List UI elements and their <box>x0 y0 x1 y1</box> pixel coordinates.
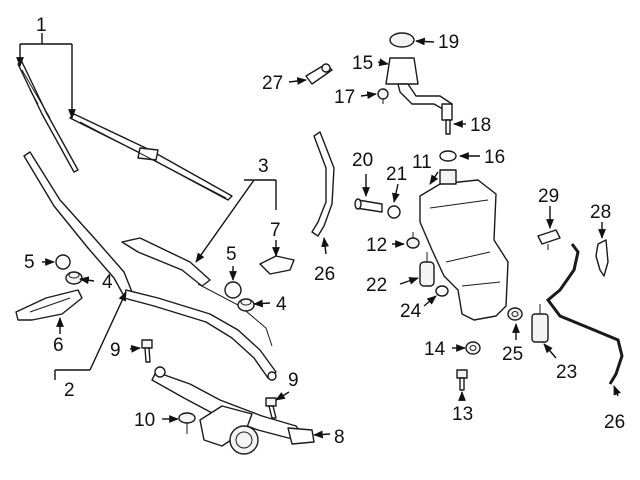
callout-1: 1 <box>36 15 47 36</box>
pivot-cap-right <box>237 298 255 312</box>
cap-right <box>224 281 242 299</box>
hose-end <box>445 119 451 135</box>
callout-12: 12 <box>366 235 387 256</box>
callout-13: 13 <box>452 404 473 425</box>
bolt-upper <box>141 339 153 363</box>
filler-cap <box>389 32 415 48</box>
cap-left <box>55 254 71 270</box>
callout-26-right: 26 <box>604 412 625 433</box>
filler-neck <box>385 57 453 121</box>
callout-17: 17 <box>334 87 355 108</box>
washer-nozzle <box>537 229 561 250</box>
callout-6: 6 <box>53 335 64 356</box>
callout-26-left: 26 <box>314 264 335 285</box>
callout-29: 29 <box>538 186 559 207</box>
callout-10: 10 <box>134 410 155 431</box>
mount-grommet <box>178 412 196 434</box>
callout-labels: 1 2 3 4 4 5 5 6 7 8 9 9 10 11 12 13 14 1… <box>24 15 625 448</box>
callout-4-left: 4 <box>102 272 113 293</box>
retaining-clip <box>259 255 295 275</box>
pump-grommet-pin <box>354 198 383 213</box>
hose-connector <box>305 63 333 85</box>
cowl-bracket <box>15 289 83 321</box>
callout-3: 3 <box>258 156 269 177</box>
pump-seal <box>435 285 449 297</box>
callout-25: 25 <box>502 344 523 365</box>
callout-19: 19 <box>438 32 459 53</box>
level-sensor <box>406 232 420 249</box>
callout-14: 14 <box>424 339 446 360</box>
callout-9-upper: 9 <box>110 340 121 361</box>
callout-4-right: 4 <box>276 294 287 315</box>
rear-washer-pump <box>531 304 549 343</box>
washer-hose-left <box>311 131 335 237</box>
pump-grommet <box>507 307 523 321</box>
callout-5-left: 5 <box>24 252 35 273</box>
callout-9-lower: 9 <box>288 370 299 391</box>
callout-5-right: 5 <box>226 244 237 265</box>
callout-21: 21 <box>386 164 407 185</box>
wiper-motor-assembly <box>151 366 315 455</box>
callout-22: 22 <box>366 275 387 296</box>
wiper-arm-right <box>121 237 211 287</box>
neck-seal <box>439 150 457 162</box>
callout-24: 24 <box>400 301 422 322</box>
callout-16: 16 <box>484 147 505 168</box>
callout-18: 18 <box>470 115 491 136</box>
callout-27: 27 <box>262 73 283 94</box>
callout-28: 28 <box>590 202 611 223</box>
pivot-cap-left <box>65 271 83 285</box>
callout-23: 23 <box>556 362 577 383</box>
callout-8: 8 <box>334 427 345 448</box>
neck-clip <box>377 88 389 104</box>
callout-15: 15 <box>352 53 373 74</box>
callout-20: 20 <box>352 150 373 171</box>
reservoir-nut <box>465 341 481 355</box>
bolt-lower <box>265 397 277 419</box>
leader-lines <box>16 33 621 439</box>
washer-reservoir <box>419 169 509 321</box>
wiper-blade-right <box>69 113 233 201</box>
callout-11: 11 <box>412 152 432 173</box>
hose-clip <box>595 239 609 277</box>
o-ring <box>387 205 401 219</box>
callout-7: 7 <box>270 220 281 241</box>
callout-2: 2 <box>64 380 75 401</box>
reservoir-bolt <box>456 369 468 391</box>
washer-hose-right <box>545 243 624 385</box>
washer-pump <box>419 252 435 287</box>
wiper-linkage <box>123 283 277 381</box>
